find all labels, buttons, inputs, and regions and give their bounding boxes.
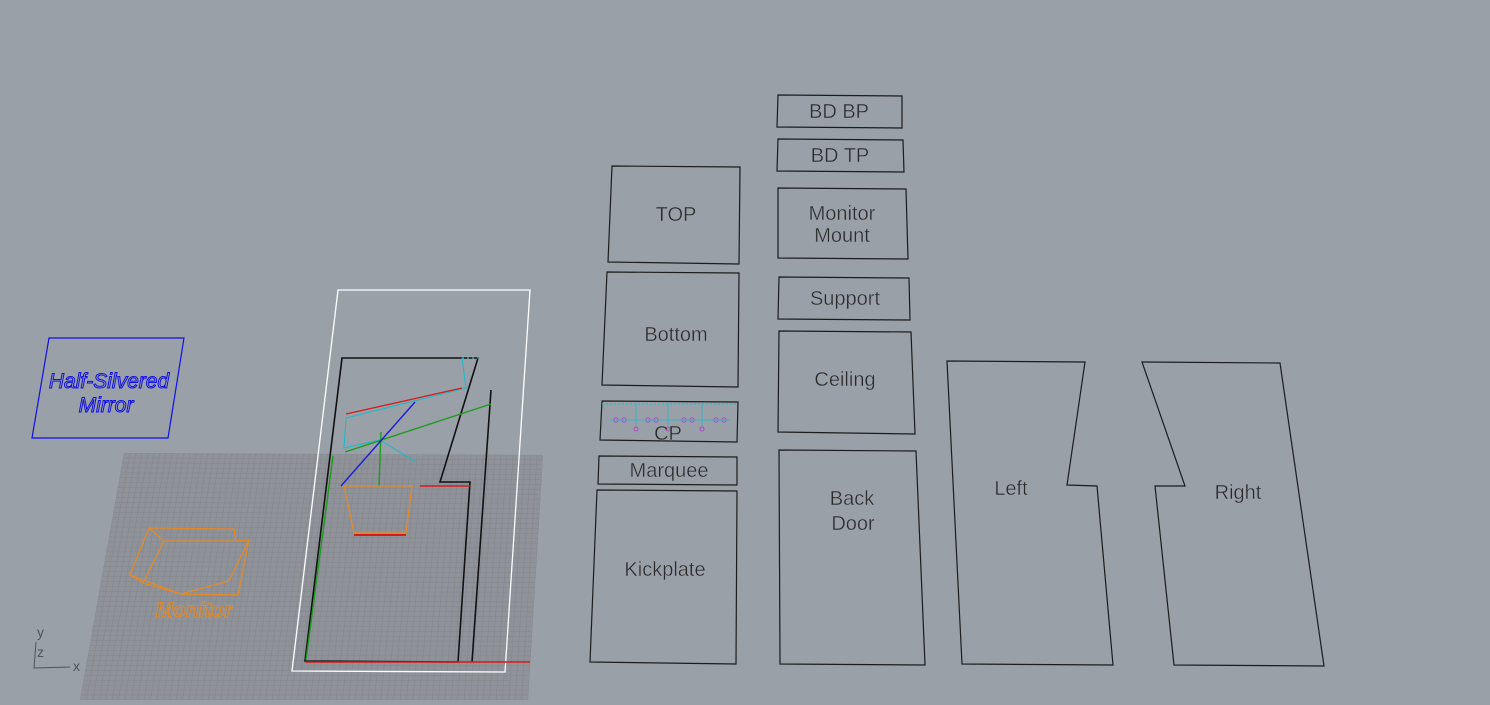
panel-bd-bp-label: BD BP [809,101,869,123]
panel-bottom-label: Bottom [644,324,707,346]
cp-button-hole [634,427,638,431]
panel-support[interactable]: Support [778,277,910,320]
panel-bd-tp-label: BD TP [811,145,870,167]
panel-marquee-label: Marquee [630,460,709,482]
panel-cp-label: CP [654,423,682,445]
construction-grid [80,453,543,700]
panel-cp[interactable]: CP [600,401,738,445]
panel-bd-tp[interactable]: BD TP [777,139,904,172]
axis-x-label: x [73,658,80,674]
axis-z-label: z [37,644,44,660]
half-silvered-mirror[interactable]: Half-Silvered Mirror [32,338,184,438]
panel-monitor-mount-label-1: Monitor [809,203,876,225]
panel-bd-bp[interactable]: BD BP [777,95,902,128]
panel-bottom[interactable]: Bottom [602,272,739,387]
panel-ceiling[interactable]: Ceiling [778,331,915,434]
cp-button-hole [700,427,704,431]
panel-right-outline [1142,362,1324,666]
panel-right[interactable]: Right [1142,362,1324,666]
panel-left[interactable]: Left [947,361,1113,665]
panel-support-label: Support [810,288,880,310]
panel-left-label: Left [994,478,1028,500]
panel-top[interactable]: TOP [608,166,740,264]
panel-back-door-label-1: Back [830,488,875,510]
panel-back-door-label-2: Door [831,513,875,535]
red-line-upper [346,388,462,414]
green-line-diagonal [345,404,491,452]
mirror-label-line2: Mirror [79,394,135,417]
panel-monitor-mount-label-2: Mount [814,225,870,247]
mirror-label-line1: Half-Silvered [49,370,171,393]
axis-y-label: y [37,624,44,640]
panel-kickplate[interactable]: Kickplate [590,490,737,664]
panel-ceiling-label: Ceiling [814,369,875,391]
panel-top-label: TOP [656,204,697,226]
world-axes-icon: y z x [34,624,80,674]
panel-right-label: Right [1215,482,1262,504]
panel-left-outline [947,361,1113,665]
monitor-label: Monitor [156,599,235,622]
panel-marquee[interactable]: Marquee [598,456,737,485]
panel-back-door[interactable]: Back Door [779,450,925,665]
panel-monitor-mount[interactable]: Monitor Mount [778,188,908,259]
panel-kickplate-label: Kickplate [624,559,705,581]
panel-back-door-outline [779,450,925,665]
